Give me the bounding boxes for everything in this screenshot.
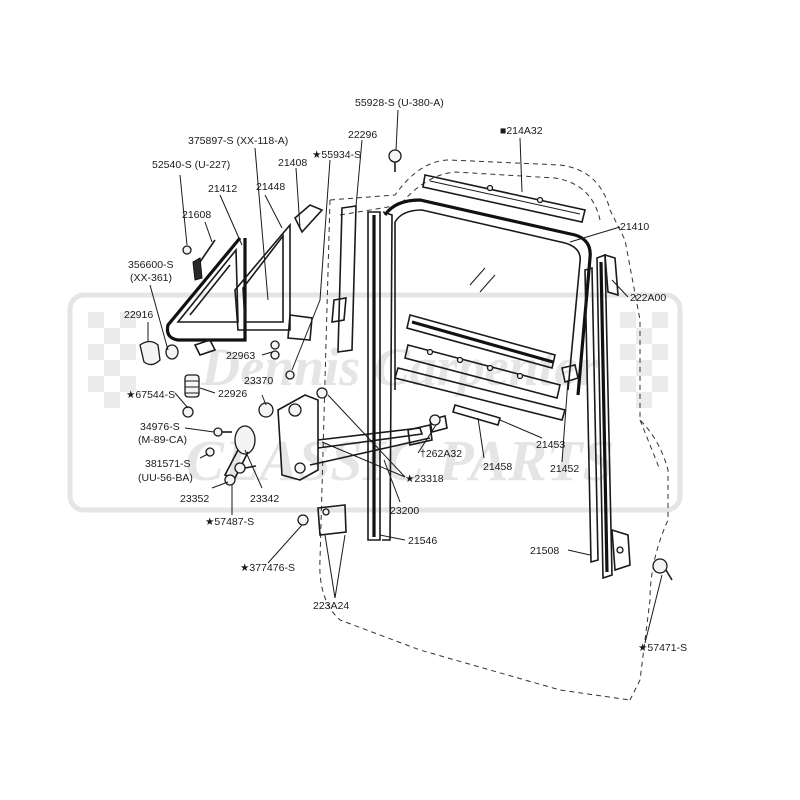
label-21508: 21508 bbox=[530, 545, 559, 557]
label-55928-s: 55928-S (U-380-A) bbox=[355, 97, 444, 109]
label-22926: 22926 bbox=[218, 388, 247, 400]
label-21452: 21452 bbox=[550, 463, 579, 475]
label-23370: 23370 bbox=[244, 375, 273, 387]
label-34976-s: 34976-S bbox=[140, 421, 180, 433]
label-223a24: 223A24 bbox=[313, 600, 349, 612]
door-outline bbox=[319, 159, 669, 701]
vent-window-frame-21412 bbox=[165, 236, 247, 342]
label-55934-s: ★55934-S bbox=[312, 149, 361, 161]
label-22916: 22916 bbox=[124, 309, 153, 321]
weatherstrip-21608 bbox=[192, 239, 216, 281]
label-m-89-ca: (M-89-CA) bbox=[138, 434, 187, 446]
label-381571-s: 381571-S bbox=[145, 458, 191, 470]
label-21448: 21448 bbox=[256, 181, 285, 193]
glass-channel-21458 bbox=[393, 344, 567, 426]
label-23342: 23342 bbox=[250, 493, 279, 505]
label-57487-s: ★57487-S bbox=[205, 516, 254, 528]
leader-lines bbox=[147, 109, 663, 644]
label-uu-56-ba: (UU-56-BA) bbox=[138, 472, 193, 484]
label-21412: 21412 bbox=[208, 183, 237, 195]
label-22296: 22296 bbox=[348, 129, 377, 141]
spring-22926 bbox=[184, 374, 200, 398]
label-262a32: †262A32 bbox=[420, 448, 462, 460]
label-21546: 21546 bbox=[408, 535, 437, 547]
door-glass-21410 bbox=[383, 198, 592, 396]
label-21453: 21453 bbox=[536, 439, 565, 451]
label-21458: 21458 bbox=[483, 461, 512, 473]
top-channel-214A32 bbox=[422, 174, 586, 223]
label-23200: 23200 bbox=[390, 505, 419, 517]
rear-run-channel-21508 bbox=[584, 253, 613, 580]
watermark-line1: Dennis Carpenter bbox=[200, 337, 600, 397]
label-23352: 23352 bbox=[180, 493, 209, 505]
division-bar-22296 bbox=[331, 205, 357, 353]
checkered-flag-pattern bbox=[88, 312, 668, 408]
label-377476-s: ★377476-S bbox=[240, 562, 295, 574]
label-375897-s: 375897-S (XX-118-A) bbox=[188, 135, 288, 147]
label-21408: 21408 bbox=[278, 157, 307, 169]
run-channel-bracket-222A00 bbox=[604, 253, 631, 572]
watermark: Dennis Carpenter CLASSIC PARTS bbox=[67, 292, 683, 513]
vent-pivot-bracket bbox=[193, 314, 313, 360]
label-21410: 21410 bbox=[620, 221, 649, 233]
label-21608: 21608 bbox=[182, 209, 211, 221]
vent-handle-22916 bbox=[139, 340, 179, 366]
label-22963: 22963 bbox=[226, 350, 255, 362]
label-214a32: ■214A32 bbox=[500, 125, 543, 137]
run-channel-21546 bbox=[367, 211, 393, 541]
label-xx-361: (XX-361) bbox=[130, 272, 172, 284]
part-labels: 55928-S (U-380-A) ■214A32 375897-S (XX-1… bbox=[124, 97, 687, 654]
watermark-line2: CLASSIC PARTS bbox=[185, 428, 614, 493]
glass-channel-21453 bbox=[406, 314, 556, 369]
fasteners bbox=[182, 149, 673, 581]
label-57471-s: ★57471-S bbox=[638, 642, 687, 654]
label-67544-s: ★67544-S bbox=[126, 389, 175, 401]
label-222a00: 222A00 bbox=[630, 292, 666, 304]
label-23318: ★23318 bbox=[405, 473, 444, 485]
label-52540-s: 52540-S (U-227) bbox=[152, 159, 230, 171]
clip-21452 bbox=[561, 364, 579, 384]
label-356600-s: 356600-S bbox=[128, 259, 174, 271]
vent-window-glass-21448 bbox=[234, 204, 324, 331]
guide-262A32 bbox=[407, 424, 433, 446]
bracket-223A24 bbox=[317, 504, 347, 536]
